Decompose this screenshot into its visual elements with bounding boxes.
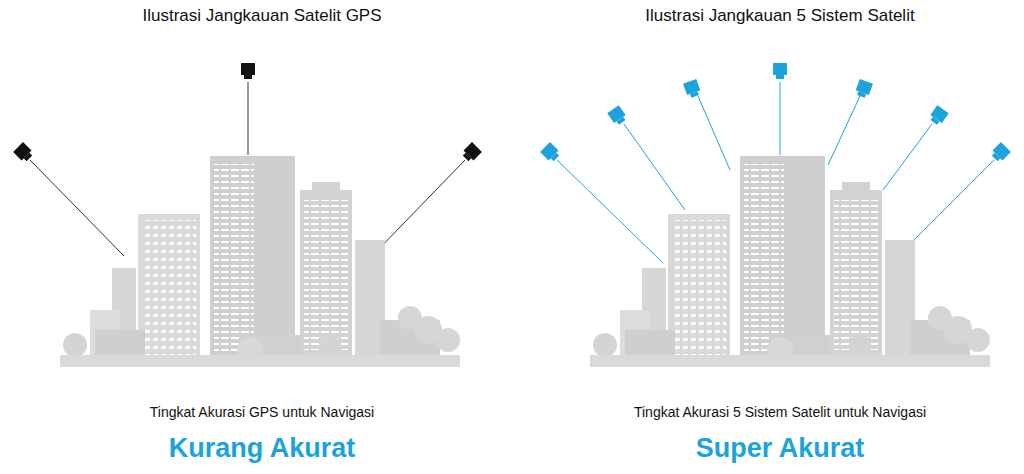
- accuracy-rating: Super Akurat: [696, 433, 865, 464]
- accuracy-caption: Tingkat Akurasi GPS untuk Navigasi: [150, 404, 374, 420]
- accuracy-rating: Kurang Akurat: [169, 433, 356, 464]
- panel-title: Ilustrasi Jangkauan Satelit GPS: [142, 6, 381, 26]
- accuracy-caption: Tingkat Akurasi 5 Sistem Satelit untuk N…: [634, 404, 926, 420]
- panel-title: Ilustrasi Jangkauan 5 Sistem Satelit: [645, 6, 914, 26]
